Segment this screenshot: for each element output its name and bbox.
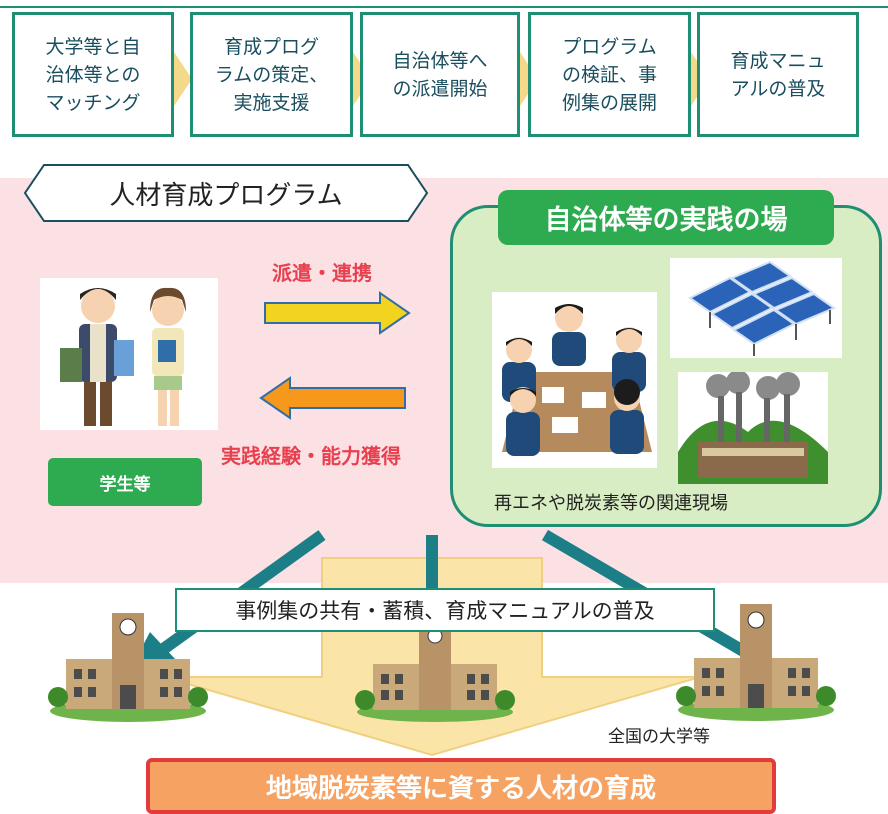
university-building-icon [48,613,208,722]
practice-panel-caption: 再エネや脱炭素等の関連現場 [494,493,728,514]
top-rule [0,6,888,8]
university-building-icon [355,624,515,722]
result-banner: 地域脱炭素等に資する人材の育成 [146,758,776,814]
sharing-label: 事例集の共有・蓄積、育成マニュアルの普及 [175,588,715,632]
practice-panel-title: 自治体等の実践の場 [498,190,834,245]
step-program-design: 育成プログラムの策定、実施支援 [190,12,353,137]
experience-arrow [259,376,406,420]
dispatch-label: 派遣・連携 [272,261,372,285]
solar-panel-illustration [670,258,842,358]
experience-label: 実践経験・能力獲得 [221,444,401,468]
dispatch-arrow [264,291,411,335]
step-manual-label: 育成マニュアルの普及 [730,49,826,100]
students-badge: 学生等 [48,458,202,506]
step-program-design-label: 育成プログラムの策定、実施支援 [214,35,329,114]
universities-label: 全国の大学等 [608,727,710,747]
step-matching: 大学等と自治体等とのマッチング [12,12,174,137]
step-dispatch-start-label: 自治体等への派遣開始 [392,49,488,100]
biomass-plant-illustration [678,370,828,484]
university-building-icon [676,604,836,721]
students-illustration [40,278,218,430]
step-verification-label: プログラムの検証、事例集の展開 [561,35,657,114]
step-matching-label: 大学等と自治体等とのマッチング [45,35,141,114]
program-label: 人材育成プログラム [109,180,343,211]
meeting-illustration [492,292,657,468]
step-dispatch-start: 自治体等への派遣開始 [360,12,520,137]
program-label-frame [23,164,429,222]
step-verification: プログラムの検証、事例集の展開 [528,12,691,137]
step-manual: 育成マニュアルの普及 [697,12,859,137]
